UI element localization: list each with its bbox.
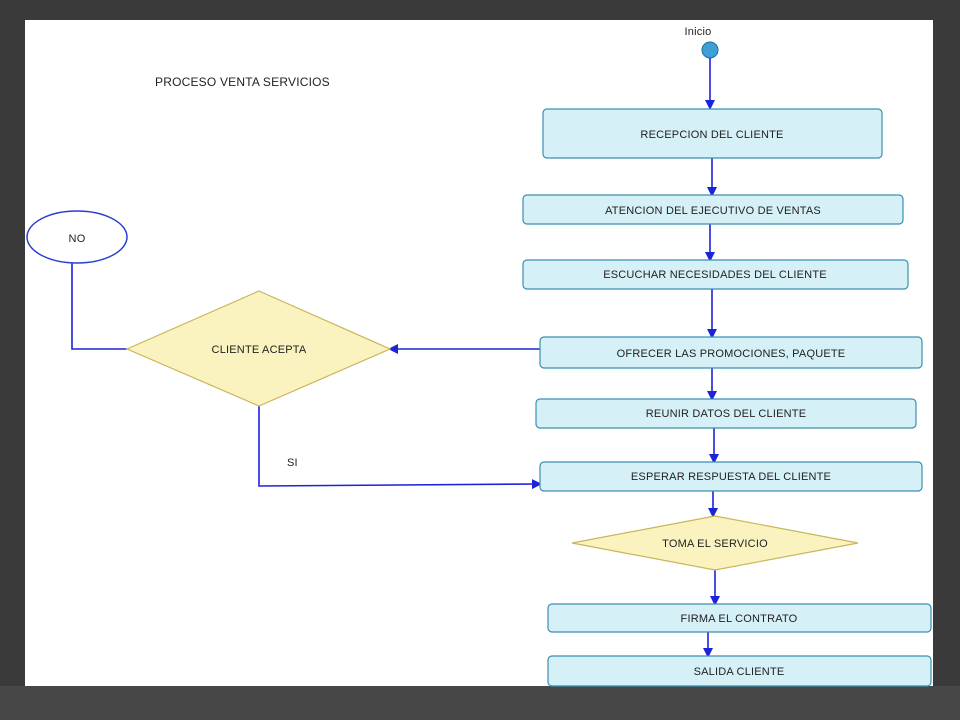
edge-decision-si: [258, 405, 542, 490]
diagram-title: PROCESO VENTA SERVICIOS: [155, 75, 330, 89]
node-escuchar: [522, 259, 909, 290]
node-ofrecer-label: OFRECER LAS PROMOCIONES, PAQUETE: [617, 348, 846, 360]
node-salida: [547, 655, 932, 687]
node-esperar: [539, 461, 923, 492]
start-label: Inicio: [685, 26, 712, 38]
node-reunir: [535, 398, 917, 429]
node-reunir-label: REUNIR DATOS DEL CLIENTE: [646, 408, 806, 420]
bottom-bar: [0, 686, 960, 720]
node-escuchar-label: ESCUCHAR NECESIDADES DEL CLIENTE: [603, 269, 827, 281]
node-esperar-label: ESPERAR RESPUESTA DEL CLIENTE: [631, 471, 831, 483]
node-firma: [547, 603, 932, 633]
node-ofrecer: [539, 336, 923, 369]
node-salida-label: SALIDA CLIENTE: [694, 666, 785, 678]
node-recepcion-label: RECEPCION DEL CLIENTE: [640, 129, 783, 141]
node-atencion: [522, 194, 904, 225]
node-atencion-label: ATENCION DEL EJECUTIVO DE VENTAS: [605, 205, 821, 217]
node-cliente-acepta: [125, 290, 392, 407]
node-no-shape: [26, 210, 128, 264]
edge-label-si: SI: [287, 457, 298, 469]
start-node: [701, 41, 719, 59]
edge-decision-no: [71, 262, 127, 350]
node-no-label: NO: [69, 233, 86, 245]
node-cliente-acepta-label: CLIENTE ACEPTA: [212, 344, 307, 356]
node-recepcion: [542, 108, 883, 159]
node-toma-label: TOMA EL SERVICIO: [662, 538, 768, 550]
node-toma: [571, 515, 859, 571]
node-firma-label: FIRMA EL CONTRATO: [681, 613, 798, 625]
